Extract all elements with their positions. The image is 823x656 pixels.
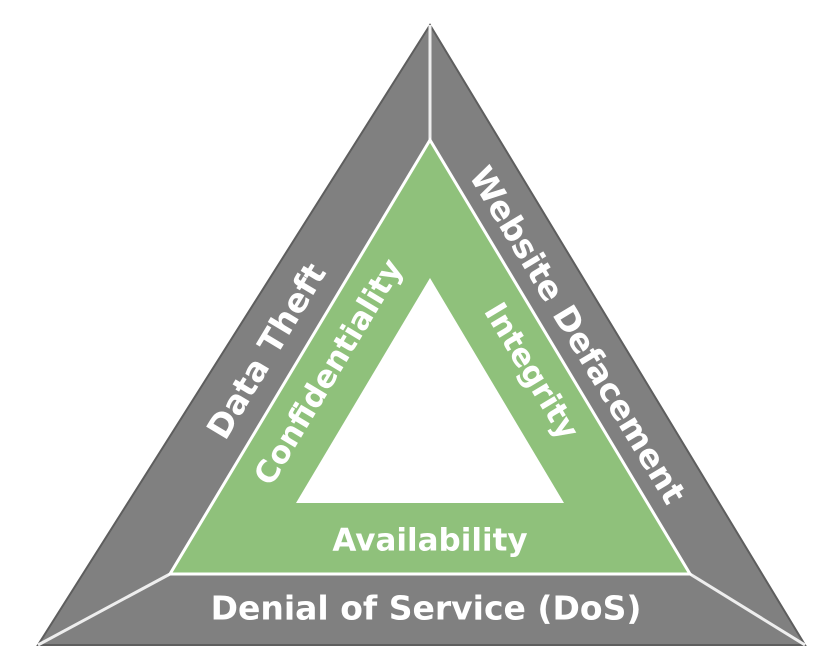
threat-label-bottom: Denial of Service (DoS) <box>211 589 642 628</box>
center-triangle <box>296 278 564 503</box>
cia-label-availability: Availability <box>332 523 527 559</box>
divider-bottom-left <box>37 572 171 647</box>
divider-bottom-right <box>689 572 806 647</box>
